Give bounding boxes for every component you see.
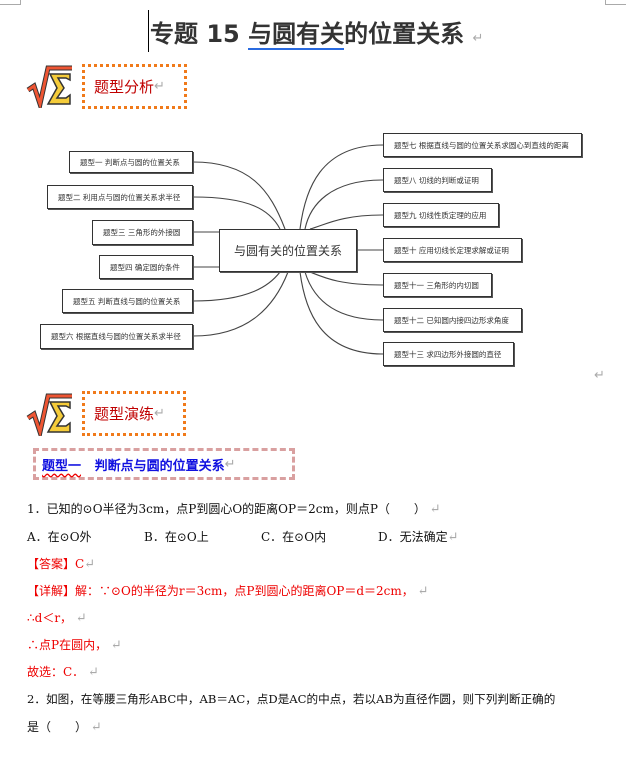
mind-map-node: 题型六 根据直线与圆的位置关系求半径 [40,324,193,349]
question-text: 2．如图，在等腰三角形ABC中，AB＝AC，点D是AC的中点，若以AB为直径作圆… [27,692,556,706]
paragraph-mark: ↵ [429,502,441,517]
type-heading-box: 题型一 判断点与圆的位置关系↵ [33,448,295,480]
paragraph-mark: ↵ [224,456,236,472]
paragraph-mark: ↵ [154,406,165,421]
question-2-stem: 2．如图，在等腰三角形ABC中，AB＝AC，点D是AC的中点，若以AB为直径作圆… [27,691,555,707]
page-corner-mark [0,0,21,5]
paragraph-mark: ↵ [88,665,99,680]
mind-map-node: 题型四 确定圆的条件 [99,255,193,279]
paragraph-mark: ↵ [447,530,459,545]
detail-line: 【详解】解：∵⊙O的半径为r＝3cm，点P到圆心的距离OP＝d＝2cm， ↵ [27,582,429,599]
paragraph-mark: ↵ [472,31,484,46]
option-c[interactable]: C．在⊙O内 [261,530,327,544]
answer-text: 【答案】C [27,557,85,571]
mind-map-node: 题型七 根据直线与圆的位置关系求圆心到直线的距离 [383,133,582,157]
mind-map-node: 题型十一 三角形的内切圆 [383,273,492,297]
mind-map-node: 题型十 应用切线长定理求解或证明 [383,238,522,262]
section-heading-practice: 题型演练↵ [82,391,186,436]
title-prefix: 专题 15 [150,20,249,48]
option-d[interactable]: D．无法确定 [378,530,448,544]
step-text: ∴点P在圆内， [27,638,108,652]
option-a[interactable]: A．在⊙O外 [27,530,92,544]
mind-map-node: 题型十三 求四边形外接圆的直径 [383,342,514,366]
detail-text: 【详解】解：∵⊙O的半径为r＝3cm，点P到圆心的距离OP＝d＝2cm， [27,584,414,598]
question-1-options: A．在⊙O外 B．在⊙O上 C．在⊙O内 D．无法确定↵ [27,528,459,545]
step-text: ∴d＜r， [27,611,73,625]
type-title: 判断点与圆的位置关系 [94,458,225,474]
question-2-stem-continued: 是（ ） ↵ [27,718,102,735]
mind-map-node: 题型二 利用点与圆的位置关系求半径 [47,185,193,209]
conclusion-text: 故选：C． [27,665,85,679]
mind-map-center-node: 与圆有关的位置关系 [219,229,357,272]
paragraph-mark: ↵ [154,79,165,94]
sqrt-sigma-icon [26,65,72,108]
step-line: ∴d＜r， ↵ [27,609,87,626]
title-suffix: 的位置关系 [344,20,465,48]
section-heading-analysis: 题型分析↵ [82,64,187,109]
type-label: 题型一 [42,458,82,474]
sqrt-sigma-icon [26,393,72,436]
mind-map-connectors [192,144,384,355]
mind-map-node: 题型十二 已知圆内接四边形求角度 [383,308,522,332]
paragraph-mark: ↵ [417,584,429,599]
mind-map-node: 题型一 判断点与圆的位置关系 [69,151,193,173]
text-cursor [148,10,149,52]
page-title[interactable]: 专题 15 与圆有关的位置关系 ↵ [150,14,484,50]
answer-line: 【答案】C↵ [27,555,95,572]
section-label: 题型分析 [94,78,155,96]
option-b[interactable]: B．在⊙O上 [144,530,209,544]
conclusion-line: 故选：C． ↵ [27,663,99,680]
question-text: 1．已知的⊙O半径为3cm，点P到圆心O的距离OP＝2cm，则点P（ ） [27,502,426,516]
paragraph-mark: ↵ [110,638,122,653]
mind-map-node: 题型五 判断直线与圆的位置关系 [62,289,193,313]
mind-map-node: 题型八 切线的判断或证明 [383,168,492,192]
title-underlined: 与圆有关 [248,20,345,50]
page-corner-mark [605,0,626,5]
paragraph-mark: ↵ [84,557,96,572]
mind-map: 题型一 判断点与圆的位置关系 题型二 利用点与圆的位置关系求半径 题型三 三角形… [0,120,626,380]
paragraph-mark: ↵ [90,720,102,735]
paragraph-mark: ↵ [594,368,605,383]
step-line: ∴点P在圆内， ↵ [27,636,122,653]
question-text: 是（ ） [27,720,88,734]
section-label: 题型演练 [94,405,155,423]
question-1-stem: 1．已知的⊙O半径为3cm，点P到圆心O的距离OP＝2cm，则点P（ ） ↵ [27,500,441,517]
mind-map-node: 题型九 切线性质定理的应用 [383,203,499,227]
paragraph-mark: ↵ [75,611,87,626]
mind-map-node: 题型三 三角形的外接圆 [92,220,193,245]
